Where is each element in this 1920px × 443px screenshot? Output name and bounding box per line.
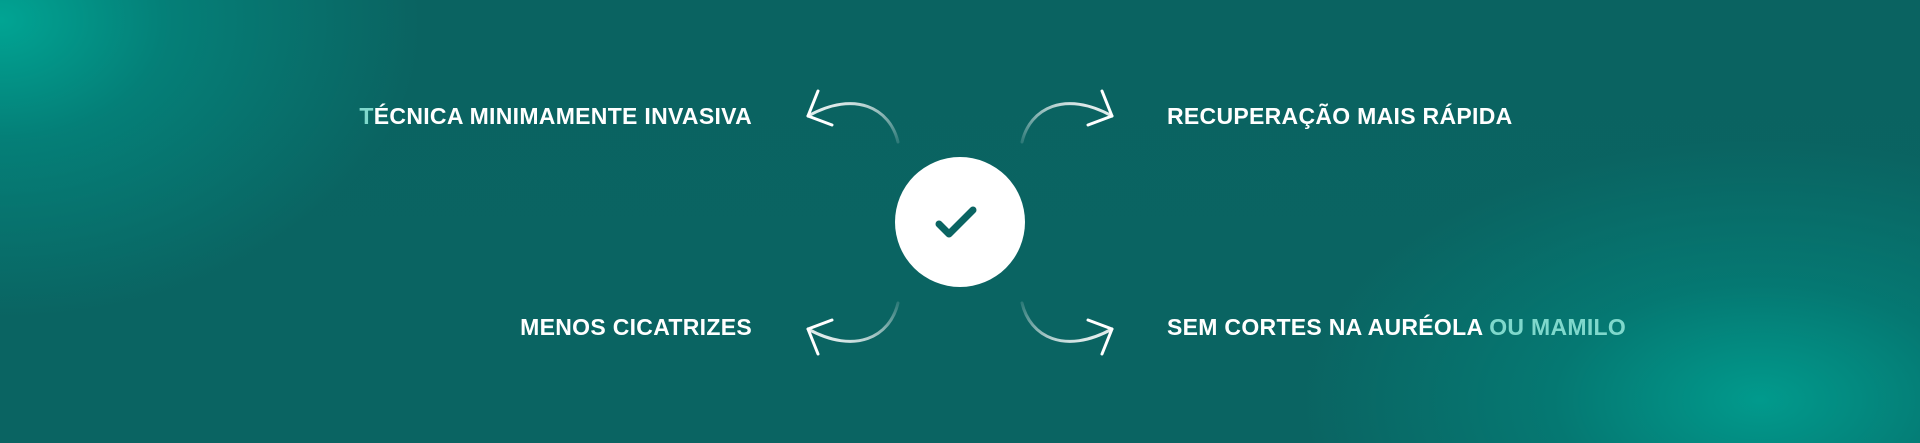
feature-faster-recovery: RECUPERAÇÃO MAIS RÁPIDA <box>1167 103 1513 129</box>
arrow-bottom-right-icon <box>1020 301 1114 356</box>
feature-minimally-invasive-accent: T <box>359 103 374 129</box>
arrow-top-right-icon <box>1020 89 1114 144</box>
feature-no-cuts-accent: OU MAMILO <box>1489 314 1627 340</box>
check-icon <box>935 206 977 238</box>
feature-fewer-scars: MENOS CICATRIZES <box>520 314 752 340</box>
arrow-bottom-left-icon <box>806 301 900 356</box>
feature-minimally-invasive-rest: ÉCNICA MINIMAMENTE INVASIVA <box>373 103 752 129</box>
feature-minimally-invasive: TÉCNICA MINIMAMENTE INVASIVA <box>359 102 752 130</box>
feature-no-cuts-text: SEM CORTES NA AURÉOLA <box>1167 314 1490 340</box>
arrow-top-left-icon <box>806 89 900 144</box>
feature-no-cuts: SEM CORTES NA AURÉOLA OU MAMILO <box>1167 313 1626 341</box>
check-badge <box>895 157 1025 287</box>
